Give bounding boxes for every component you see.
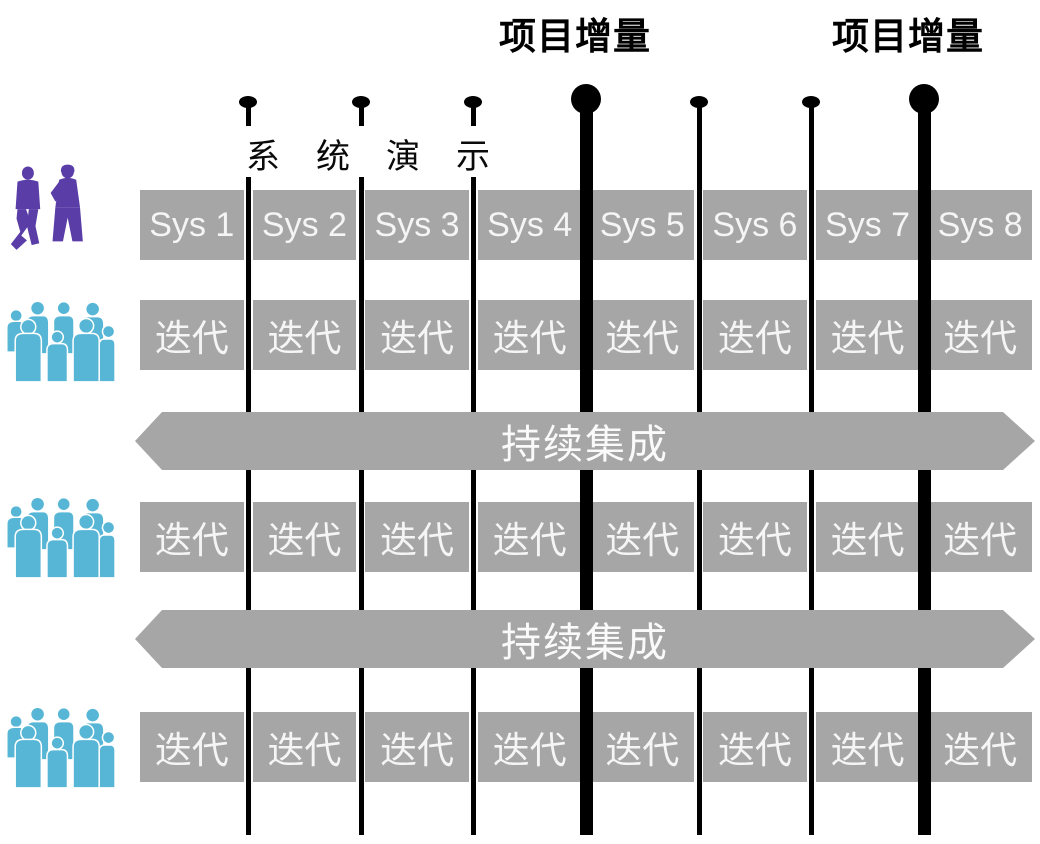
- team-crowd-icon: [6, 496, 116, 578]
- iteration-box: 迭代: [477, 502, 582, 572]
- iteration-box: 迭代: [365, 502, 469, 572]
- sys-box: Sys 2: [252, 190, 357, 260]
- iteration-box: 迭代: [703, 712, 807, 782]
- iteration-box: 迭代: [140, 300, 244, 370]
- project-increment-label: 项目增量: [499, 16, 651, 57]
- milestone-big-dot-icon: [909, 84, 939, 114]
- sys-box: Sys 6: [703, 190, 807, 260]
- milestone-dot-icon: [464, 96, 482, 108]
- milestone-dot-icon: [802, 96, 820, 108]
- milestone-dot-icon: [352, 96, 370, 108]
- milestone-big-dot-icon: [571, 84, 601, 114]
- sys-box: Sys 7: [815, 190, 920, 260]
- iteration-box: 迭代: [590, 300, 695, 370]
- iteration-box: 迭代: [928, 712, 1032, 782]
- iteration-box: 迭代: [477, 300, 582, 370]
- iteration-box: 迭代: [815, 712, 920, 782]
- continuous-integration-label: 持续集成: [501, 621, 669, 665]
- iteration-box: 迭代: [590, 502, 695, 572]
- business-duo-icon: [10, 164, 83, 250]
- team-crowd-icon: [6, 300, 116, 382]
- iteration-box: 迭代: [815, 300, 920, 370]
- sys-row: Sys 1 Sys 2 Sys 3 Sys 4 Sys 5 Sys 6 Sys …: [140, 190, 1032, 260]
- continuous-integration-bar-2: 持续集成: [135, 610, 1035, 668]
- iteration-row-3: 迭代 迭代 迭代 迭代 迭代 迭代 迭代 迭代: [140, 712, 1032, 782]
- timeline-line: [470, 177, 476, 835]
- continuous-integration-bar-1: 持续集成: [135, 412, 1035, 470]
- sys-box: Sys 3: [365, 190, 469, 260]
- sys-box: Sys 5: [590, 190, 695, 260]
- continuous-integration-label: 持续集成: [501, 423, 669, 467]
- milestone-dot-icon: [690, 96, 708, 108]
- iteration-box: 迭代: [252, 300, 357, 370]
- milestone-dot-icon: [239, 96, 257, 108]
- timeline-line: [358, 177, 364, 835]
- iteration-row-1: 迭代 迭代 迭代 迭代 迭代 迭代 迭代 迭代: [140, 300, 1032, 370]
- iteration-box: 迭代: [252, 502, 357, 572]
- iteration-row-2: 迭代 迭代 迭代 迭代 迭代 迭代 迭代 迭代: [140, 502, 1032, 572]
- iteration-box: 迭代: [477, 712, 582, 782]
- iteration-box: 迭代: [590, 712, 695, 782]
- sys-box: Sys 4: [477, 190, 582, 260]
- iteration-box: 迭代: [928, 502, 1032, 572]
- iteration-box: 迭代: [815, 502, 920, 572]
- project-increment-label: 项目增量: [832, 16, 984, 57]
- team-crowd-icon: [6, 706, 116, 788]
- iteration-box: 迭代: [140, 502, 244, 572]
- timeline-line: [245, 177, 251, 835]
- iteration-box: 迭代: [703, 502, 807, 572]
- iteration-box: 迭代: [140, 712, 244, 782]
- milestone-stem: [358, 104, 364, 126]
- iteration-box: 迭代: [365, 712, 469, 782]
- iteration-box: 迭代: [365, 300, 469, 370]
- sys-box: Sys 1: [140, 190, 244, 260]
- iteration-box: 迭代: [252, 712, 357, 782]
- milestone-stem: [470, 104, 476, 126]
- sys-box: Sys 8: [928, 190, 1032, 260]
- system-demo-label: 系统演示: [246, 138, 526, 176]
- milestone-stem: [245, 104, 251, 126]
- iteration-box: 迭代: [703, 300, 807, 370]
- iteration-box: 迭代: [928, 300, 1032, 370]
